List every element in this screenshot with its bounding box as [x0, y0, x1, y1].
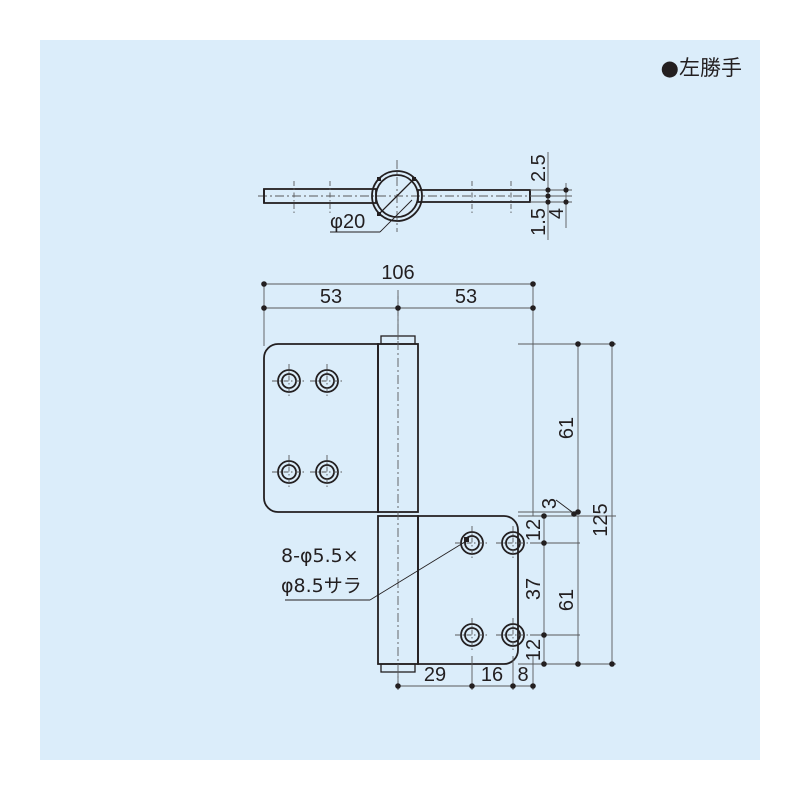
dim-right-half: 53 [455, 286, 477, 308]
dim-left-half: 53 [320, 286, 342, 308]
dim-bottom-a: 29 [424, 664, 446, 686]
dim-thickness-lower: 1.5 [528, 208, 550, 236]
screw-hole [272, 364, 306, 398]
screw-hole [455, 526, 489, 560]
dim-hole-mid-pitch: 37 [523, 578, 545, 600]
dim-gap: 3 [539, 498, 561, 509]
front-view-group: 8-φ5.5× φ8.5サラ 106 53 53 [261, 262, 616, 690]
knuckle-column [377, 290, 419, 690]
dim-hole-bottom-pitch: 12 [523, 639, 545, 661]
dim-thickness-total: 4 [546, 208, 568, 219]
screw-hole [272, 455, 306, 489]
lower-leaf-holes [455, 526, 530, 652]
screw-hole [310, 364, 344, 398]
knuckle-diagonal [378, 177, 416, 215]
phi20-leader [330, 199, 413, 233]
dim-overall-width: 106 [381, 262, 414, 284]
hole-spec-line2: φ8.5サラ [281, 575, 362, 597]
dim-gap-leader [555, 499, 577, 517]
dim-bottom-b: 16 [481, 664, 503, 686]
knuckle-outer-circle [371, 170, 423, 222]
top-view-thickness-dims: 2.5 1.5 4 [528, 152, 572, 240]
lower-leaf-outline [417, 515, 519, 665]
screw-hole [496, 526, 530, 560]
dim-overall-height: 125 [590, 503, 612, 536]
handedness-label: ●左勝手 [661, 58, 742, 79]
bottom-horizontal-dims: 29 16 8 [395, 656, 536, 690]
top-view-group: φ20 2.5 1.5 4 [258, 152, 572, 240]
dim-thickness-upper: 2.5 [528, 154, 550, 182]
dim-upper-leaf-height: 61 [556, 417, 578, 439]
drawing-canvas [40, 40, 760, 760]
upper-leaf-outline [263, 343, 379, 513]
dim-hole-top-pitch: 12 [523, 519, 545, 541]
screw-hole [455, 618, 489, 652]
handedness-text: 左勝手 [679, 56, 742, 80]
right-vertical-dims: 61 3 61 12 37 12 [518, 341, 616, 667]
phi20-label: φ20 [330, 211, 365, 233]
bullet-icon: ● [660, 56, 679, 80]
top-horizontal-dims: 106 53 53 [261, 262, 536, 516]
screw-hole [310, 455, 344, 489]
upper-leaf-holes [272, 364, 344, 489]
dim-bottom-c: 8 [517, 664, 528, 686]
screw-hole [496, 618, 530, 652]
hole-spec-line1: 8-φ5.5× [281, 545, 359, 567]
dim-lower-leaf-height: 61 [556, 589, 578, 611]
hole-spec-annotation [285, 537, 469, 601]
